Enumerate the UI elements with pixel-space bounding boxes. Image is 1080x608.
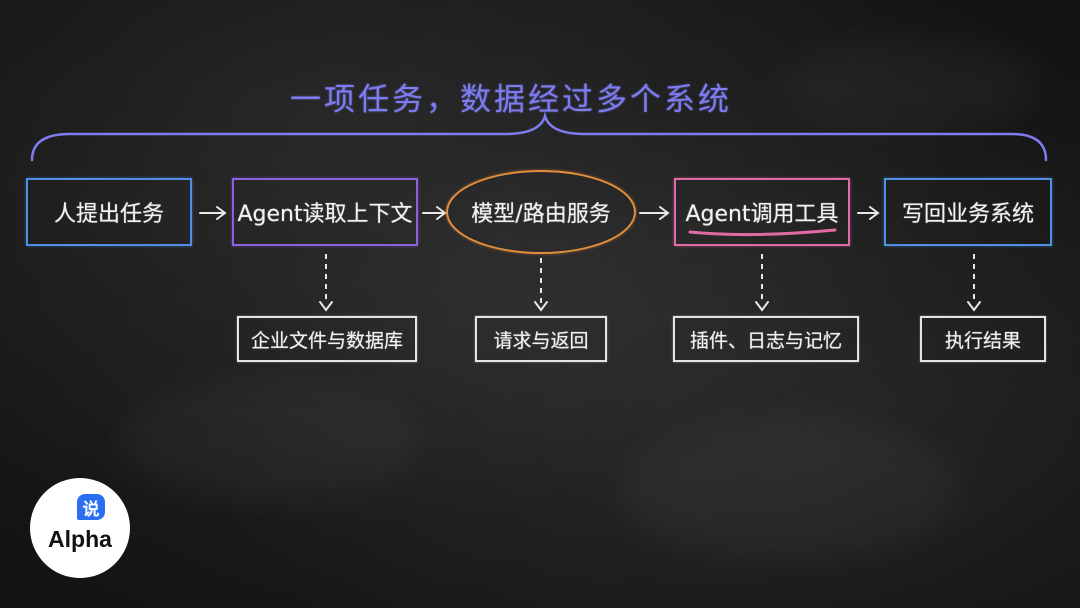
pink-underline [688,228,837,237]
sub-3-box: 插件、日志与记忆 [673,316,859,362]
step-3-label: 模型/路由服务 [471,202,611,227]
sub-3-label: 插件、日志与记忆 [689,329,842,352]
sub-1-label: 企业文件与数据库 [250,329,403,352]
step-2-label: Agent读取上下文 [237,202,413,227]
sub-4-box: 执行结果 [920,316,1046,362]
arrow-4 [857,206,880,220]
step-3-oval: 模型/路由服务 [446,170,636,254]
step-4-label: Agent调用工具 [685,202,839,227]
sub-2-label: 请求与返回 [493,329,589,352]
arrow-1 [199,206,227,220]
diagram-title: 一项任务，数据经过多个系统 [290,82,732,118]
sub-4-label: 执行结果 [944,329,1021,352]
alpha-logo: 说 Alpha [30,478,130,578]
sub-1-box: 企业文件与数据库 [237,316,417,362]
step-2-box: Agent读取上下文 [232,178,418,246]
arrow-3 [639,206,670,220]
step-1-label: 人提出任务 [53,202,164,227]
logo-badge: 说 [77,494,105,520]
step-4-box: Agent调用工具 [674,178,850,246]
step-5-box: 写回业务系统 [884,178,1052,246]
sub-2-box: 请求与返回 [475,316,607,362]
step-1-box: 人提出任务 [26,178,192,246]
logo-wordmark: Alpha [48,526,112,552]
step-5-label: 写回业务系统 [901,202,1034,227]
arrow-2 [422,206,447,220]
title-brace [30,111,1048,162]
